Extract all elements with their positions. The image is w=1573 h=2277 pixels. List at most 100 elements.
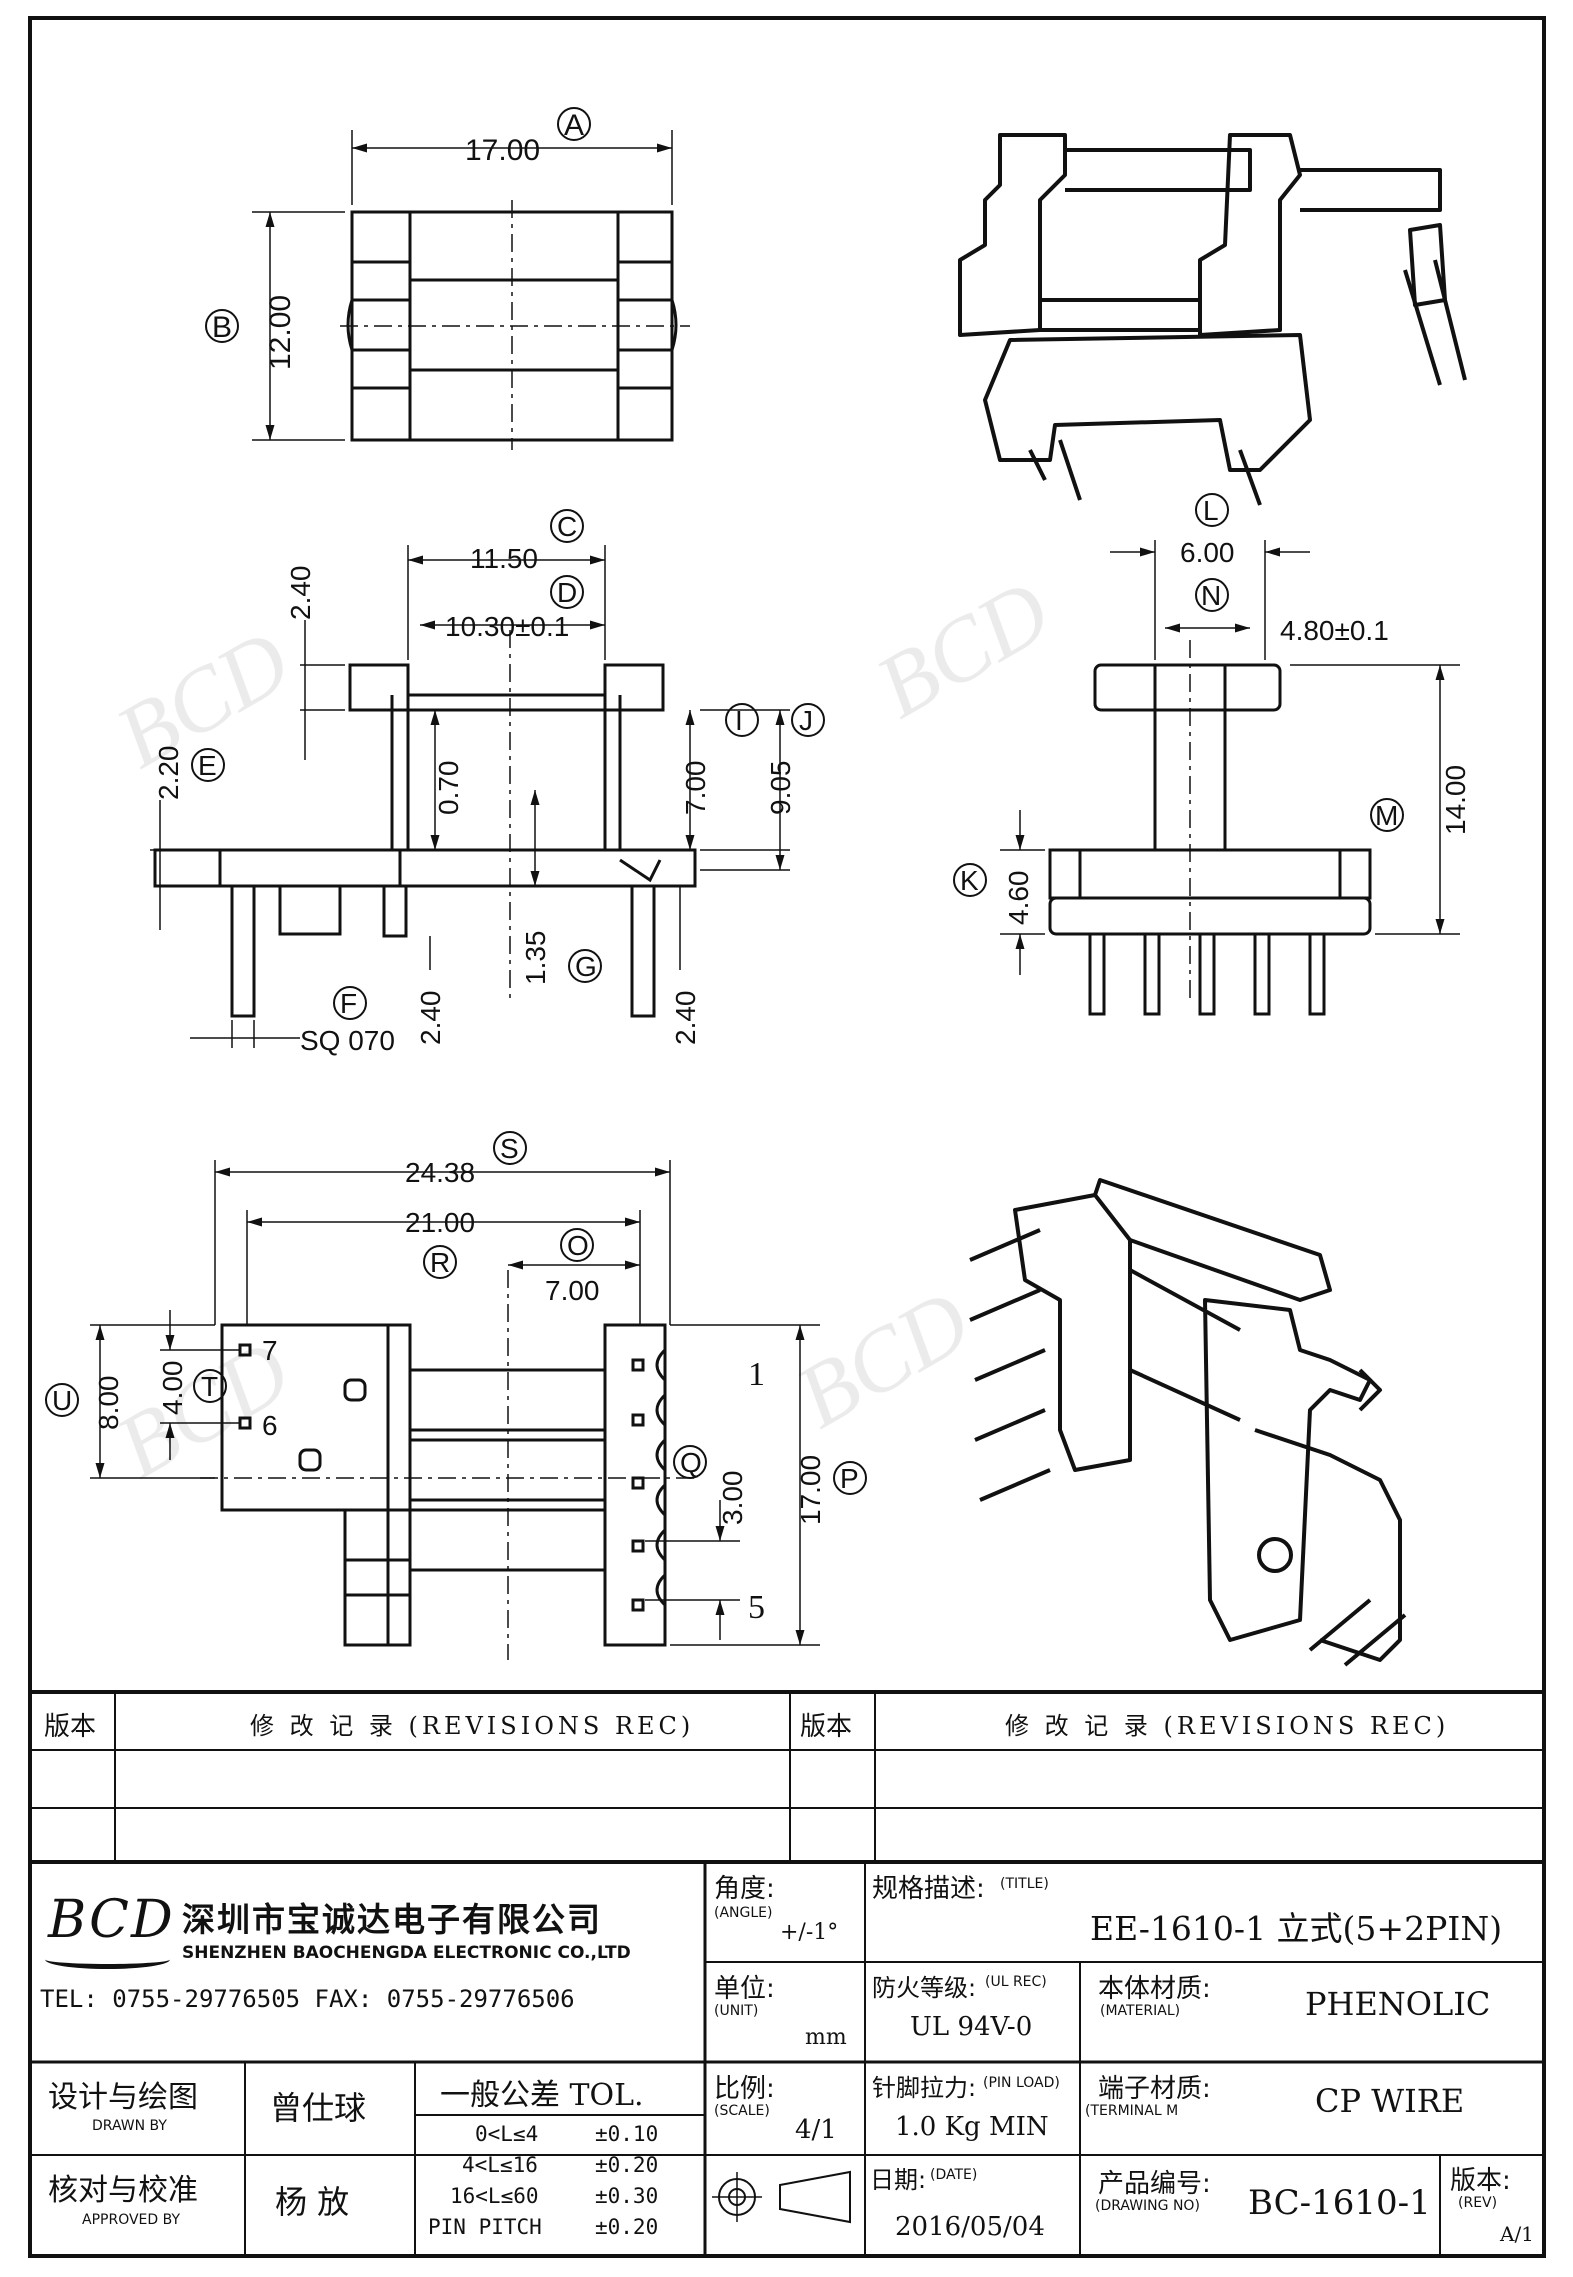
dim-q-letter: Q [680,1447,702,1478]
bottom-dims [90,1160,820,1646]
dim-240-right: 2.40 [670,991,701,1046]
date-value: 2016/05/04 [895,2212,1045,2242]
material-value: PHENOLIC [1305,1985,1491,2023]
unit-value: mm [805,2025,847,2050]
company-logo: BCD [48,1890,175,1950]
sheet-border [28,16,1546,2258]
dim-a-letter: A [564,109,584,142]
dim-j-letter: J [799,705,813,736]
dim-top-240: 2.40 [285,566,316,621]
dim-d-letter: D [557,577,577,608]
dim-905: 9.05 [765,761,796,816]
title-label-en: (TITLE) [1000,1876,1049,1892]
ul-value: UL 94V-0 [910,2012,1033,2042]
dim-m-value: 14.00 [1440,765,1471,835]
tolerance-row-3-tol: ±0.20 [595,2215,659,2239]
unit-label-en: (UNIT) [714,2003,759,2019]
drawing-no-label: 产品编号: [1098,2169,1211,2199]
front-view [153,630,697,1018]
dim-135: 1.35 [520,931,551,986]
revision-header-rec-2: 修 改 记 录 (REVISIONS REC) [1005,1712,1450,1740]
dim-m-letter: M [1375,800,1398,831]
side-view [1048,640,1372,1016]
company-contact: TEL: 0755-29776505 FAX: 0755-29776506 [40,1985,575,2013]
terminal-value: CP WIRE [1315,2082,1465,2120]
dim-c-value: 11.50 [470,543,538,574]
tolerance-row-3-range: PIN PITCH [428,2215,542,2239]
dim-700: 7.00 [680,761,711,816]
angle-label: 角度: [714,1874,775,1904]
rev-label-en: (REV) [1458,2195,1498,2211]
dim-e-value: 2.20 [153,746,184,801]
company-name-cn: 深圳市宝诚达电子有限公司 [182,1900,602,1939]
tolerance-row-1-tol: ±0.20 [595,2153,659,2177]
rev-value: A/1 [1500,2222,1534,2246]
dim-s-value: 24.38 [405,1157,475,1188]
iso-view-top [958,133,1467,506]
dim-u-letter: U [52,1385,72,1416]
dim-i-letter: I [735,705,743,736]
drawn-label-en: DRAWN BY [92,2118,167,2134]
company-name-en: SHENZHEN BAOCHENGDA ELECTRONIC CO.,LTD [182,1943,631,1963]
dim-n-letter: N [1201,580,1221,611]
svg-text:BCD: BCD [781,1272,986,1448]
dim-l-letter: L [1203,495,1219,526]
dim-b-value: 12.00 [264,295,297,370]
tolerance-row-2-range: 16<L≤60 [450,2184,539,2208]
dim-t-value: 4.00 [157,1361,188,1416]
drawn-value: 曾仕球 [270,2089,367,2127]
scale-label: 比例: [714,2074,775,2104]
dim-o-letter: O [567,1230,589,1261]
dim-l-value: 6.00 [1180,537,1235,568]
scale-value: 4/1 [795,2115,837,2145]
pin-load-value: 1.0 Kg MIN [895,2112,1049,2142]
dim-g-letter: G [575,951,597,982]
ul-label-en: (UL REC) [985,1974,1047,1990]
dim-c-letter: C [557,511,577,542]
dim-r-value: 21.00 [405,1207,475,1238]
title-value: EE-1610-1 立式(5+2PIN) [1090,1909,1503,1948]
drawing-no-label-en: (DRAWING NO) [1095,2198,1200,2214]
pin-6-label: 6 [262,1410,278,1441]
side-dims [1000,540,1460,975]
bottom-view [200,1270,700,1660]
revision-header-rec-1: 修 改 记 录 (REVISIONS REC) [250,1712,695,1740]
pin-1-label: 1 [748,1356,765,1393]
dim-u-value: 8.00 [93,1376,124,1431]
date-label-en: (DATE) [930,2167,978,2183]
approved-label-en: APPROVED BY [82,2212,181,2228]
dim-e-letter: E [198,750,217,781]
dim-a-line [252,130,673,441]
tolerance-row-0-tol: ±0.10 [595,2122,659,2146]
pin-5-label: 5 [748,1589,765,1626]
dim-n-value: 4.80±0.1 [1280,615,1389,646]
terminal-label: 端子材质: [1098,2074,1211,2104]
tolerance-row-2-tol: ±0.30 [595,2184,659,2208]
tolerance-row-0-range: 0<L≤4 [475,2122,539,2146]
dim-p-value: 17.00 [795,1455,826,1525]
logo-swoosh [45,1950,170,1969]
dim-k-letter: K [960,865,979,896]
dim-240-left: 2.40 [415,991,446,1046]
revision-header-ver-1: 版本 [44,1712,97,1742]
scale-label-en: (SCALE) [714,2103,770,2119]
dim-q-value: 3.00 [717,1471,748,1526]
rev-label: 版本: [1450,2166,1511,2196]
pin-load-label-en: (PIN LOAD) [983,2075,1060,2091]
material-label-en: (MATERIAL) [1100,2003,1181,2019]
drawing-no-value: BC-1610-1 [1248,2183,1431,2223]
approved-label: 核对与校准 [48,2173,198,2208]
dim-f-letter: F [340,988,357,1019]
approved-value: 杨 放 [275,2183,350,2221]
dim-d-value: 10.30±0.1 [445,611,569,642]
svg-text:BCD: BCD [861,562,1066,738]
dim-a-value: 17.00 [465,134,540,167]
front-dims [150,545,790,1048]
tolerance-label: 一般公差 TOL. [440,2078,644,2113]
drawn-label: 设计与绘图 [48,2080,198,2115]
dim-b-letter: B [212,311,232,344]
pin-load-label: 针脚拉力: [872,2074,977,2102]
top-view [340,200,690,450]
angle-value: +/-1° [780,1920,839,1945]
